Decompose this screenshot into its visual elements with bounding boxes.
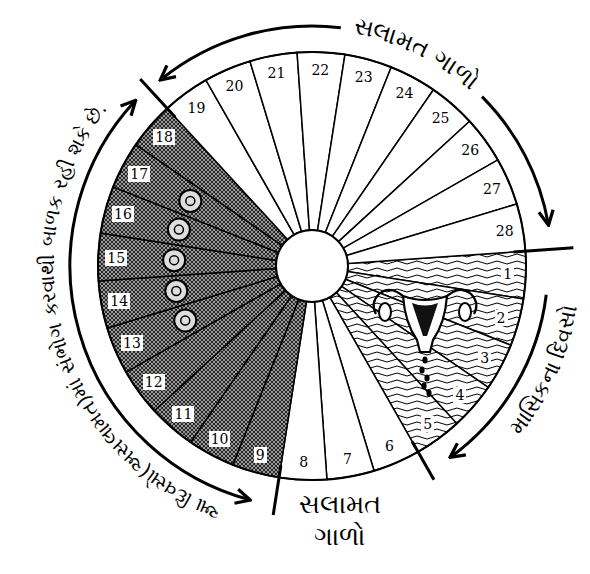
wheel [98,52,526,480]
wheel-hub [276,230,348,302]
day-number: 22 [309,62,331,78]
phase-separator [273,466,281,515]
day-number: 18 [153,129,175,145]
egg-nucleus [181,316,190,325]
egg-circle [174,310,196,332]
day-number: 10 [209,431,231,447]
curved-label-path: સલામત ગાળો [351,12,484,96]
curved-label: આ દિવસો(અસલામત)માં સંભોગ કરવાથી બાળક રહી… [35,97,224,525]
day-number: 1 [501,266,514,282]
day-number: 5 [421,416,434,432]
phase-separator [140,79,175,117]
curved-label: સલામત ગાળો [351,12,484,96]
blood-drop [424,374,429,381]
uterus-cavity [412,303,438,336]
day-number: 25 [430,110,452,126]
day-number: 8 [297,454,310,470]
egg-nucleus [172,286,181,295]
egg-circle [163,249,185,271]
phase-separator [514,248,574,252]
day-number: 4 [453,387,466,403]
day-number: 14 [108,293,130,309]
egg-circle [168,219,190,241]
day-number: 23 [353,69,375,85]
day-number: 21 [266,65,288,81]
day-number: 13 [121,335,143,351]
wheel-rim [98,52,526,480]
day-number: 12 [143,374,165,390]
phase-separator [412,441,434,479]
uterus-drawing [374,290,477,397]
safe-period-label: સલામત ગાળો [285,488,395,552]
day-number: 28 [494,223,516,239]
day-sector [346,204,525,264]
ovary [459,303,471,321]
curved-label-path: માસિકના દિવસો [504,303,582,439]
egg-nucleus [186,196,195,205]
day-number: 19 [185,100,207,116]
day-number: 7 [341,451,354,467]
day-number: 2 [495,310,508,326]
curved-label: માસિકના દિવસો [504,303,582,439]
egg-circle [179,190,201,212]
safe-arrow [161,26,341,79]
day-number: 16 [112,206,134,222]
egg-nucleus [170,256,179,265]
day-number: 17 [128,166,150,182]
period-arrow [451,295,547,457]
egg-nucleus [174,225,183,234]
day-number: 9 [254,447,267,463]
ovary [379,303,391,321]
egg-group [163,190,201,332]
day-number: 24 [394,85,416,101]
blood-drop [422,356,427,363]
day-number: 6 [383,438,396,454]
uterus-body [403,296,447,352]
blood-drop [426,389,431,396]
curved-label-path: આ દિવસો(અસલામત)માં સંભોગ કરવાથી બાળક રહી… [35,97,224,525]
safe-arrow [482,97,548,225]
egg-circle [165,280,187,302]
blood-drop [419,366,424,373]
day-number: 20 [224,78,246,94]
blood-drop [421,382,426,389]
day-number: 27 [481,181,503,197]
day-number: 3 [478,350,491,366]
day-number: 11 [172,406,194,422]
day-number: 15 [105,250,127,266]
day-number: 26 [459,142,481,158]
